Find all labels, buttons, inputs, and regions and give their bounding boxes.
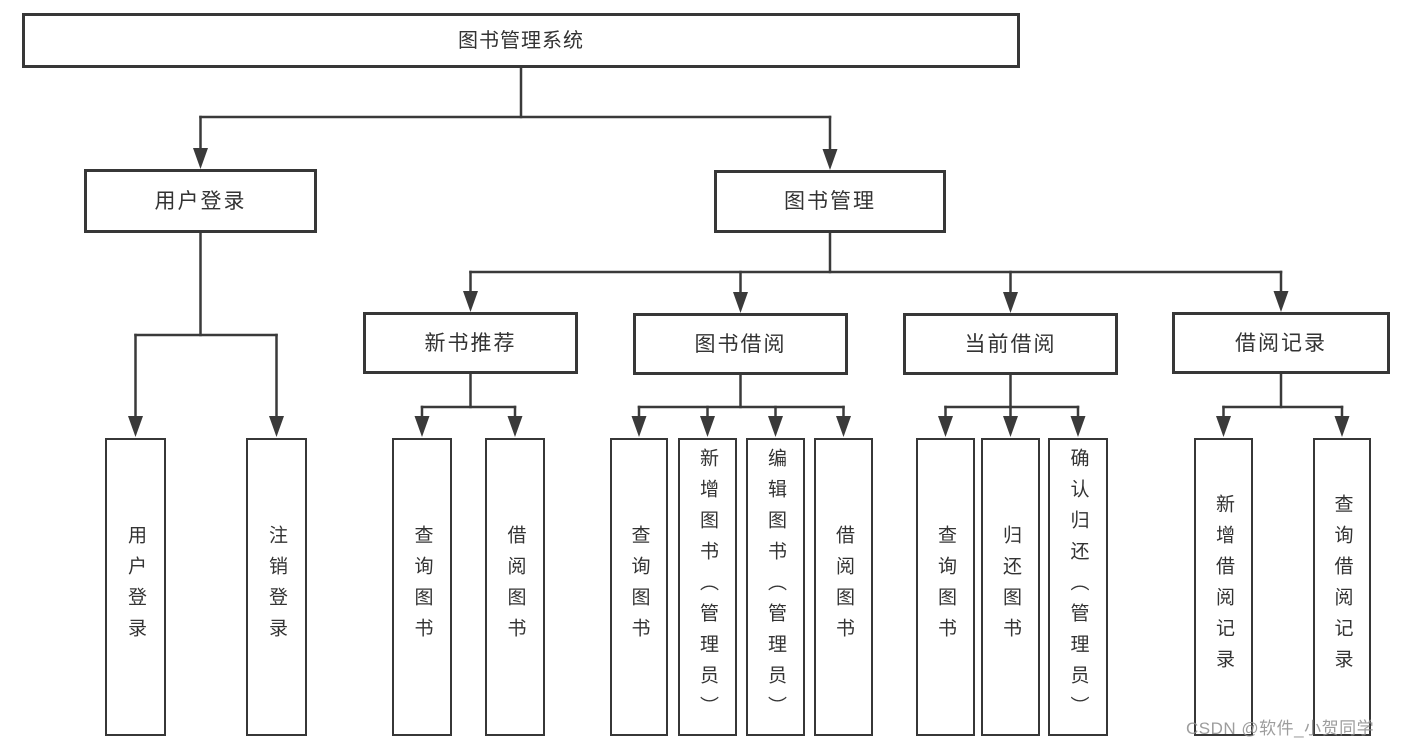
node-library-system: 图书管理系统 — [22, 13, 1020, 68]
leaf-query-books-3: 查询图书 — [916, 438, 975, 736]
leaf-return-books-label: 归还图书 — [1000, 525, 1021, 649]
leaf-borrow-books-2-label: 借阅图书 — [833, 525, 854, 649]
node-current-borrowing: 当前借阅 — [903, 313, 1118, 375]
leaf-confirm-return-admin-label: 确认归还（管理员） — [1067, 447, 1089, 727]
node-new-book-recommend: 新书推荐 — [363, 312, 578, 374]
leaf-borrow-books-1-label: 借阅图书 — [504, 525, 526, 649]
leaf-query-books-2-label: 查询图书 — [628, 525, 650, 649]
leaf-confirm-return-admin: 确认归还（管理员） — [1048, 438, 1108, 736]
leaf-add-books-admin-label: 新增图书（管理员） — [697, 447, 718, 727]
leaf-query-books-3-label: 查询图书 — [935, 525, 956, 649]
leaf-borrow-books-2: 借阅图书 — [814, 438, 873, 736]
leaf-query-borrow-record-label: 查询借阅记录 — [1331, 494, 1353, 680]
watermark: CSDN @软件_小贺同学 — [1186, 719, 1375, 738]
leaf-borrow-books-1: 借阅图书 — [485, 438, 545, 736]
leaf-add-borrow-record-label: 新增借阅记录 — [1213, 494, 1234, 680]
leaf-query-books-1: 查询图书 — [392, 438, 452, 736]
node-book-borrowing: 图书借阅 — [633, 313, 848, 375]
leaf-query-books-1-label: 查询图书 — [411, 525, 433, 649]
node-book-management: 图书管理 — [714, 170, 946, 233]
leaf-query-borrow-record: 查询借阅记录 — [1313, 438, 1371, 736]
node-book-management-label: 图书管理 — [784, 190, 876, 213]
node-user-login: 用户登录 — [84, 169, 317, 233]
node-borrowing-records: 借阅记录 — [1172, 312, 1390, 374]
leaf-logout-label: 注销登录 — [266, 525, 287, 649]
leaf-add-books-admin: 新增图书（管理员） — [678, 438, 737, 736]
node-book-borrowing-label: 图书借阅 — [694, 332, 787, 356]
leaf-query-books-2: 查询图书 — [610, 438, 668, 736]
leaf-return-books: 归还图书 — [981, 438, 1040, 736]
leaf-user-login-label: 用户登录 — [125, 525, 146, 649]
leaf-user-login: 用户登录 — [105, 438, 166, 736]
node-user-login-label: 用户登录 — [154, 189, 247, 213]
leaf-edit-books-admin: 编辑图书（管理员） — [746, 438, 805, 736]
node-current-borrowing-label: 当前借阅 — [964, 332, 1057, 356]
arrowheads — [128, 148, 1350, 437]
leaf-edit-books-admin-label: 编辑图书（管理员） — [765, 447, 786, 727]
node-library-system-label: 图书管理系统 — [458, 29, 584, 52]
leaf-add-borrow-record: 新增借阅记录 — [1194, 438, 1253, 736]
node-new-book-recommend-label: 新书推荐 — [424, 331, 517, 355]
leaf-logout: 注销登录 — [246, 438, 307, 736]
node-borrowing-records-label: 借阅记录 — [1235, 331, 1327, 355]
